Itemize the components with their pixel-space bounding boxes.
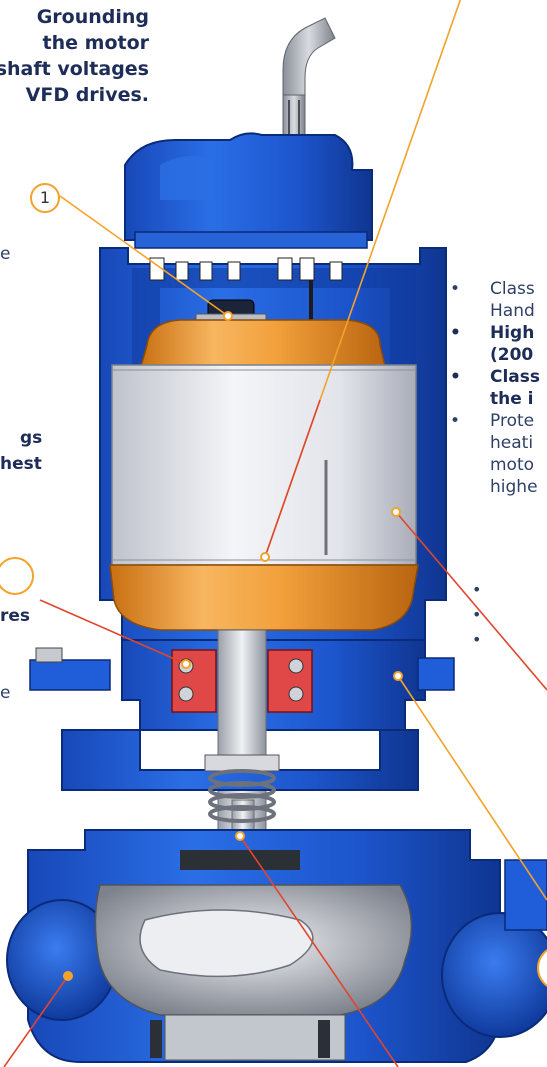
headline-line-4: VFD drives.: [25, 84, 149, 106]
mechanical-seal: [61, 729, 419, 823]
leader-line-housing: [395, 511, 547, 691]
feature-4-line-4: highe: [490, 477, 538, 497]
feature-3-line-1: Class: [490, 367, 541, 387]
headline-callout: Grounding the motor shaft voltages VFD d…: [0, 4, 149, 108]
bullet-2: •: [450, 323, 461, 343]
left-fragment-4: res: [0, 606, 31, 626]
callout-leader-lines: [3, 0, 547, 1067]
feature-item-1: • Class Hand: [442, 278, 540, 322]
sub-bullet-2: •: [472, 605, 482, 624]
callout-badge-1: 1: [30, 183, 60, 213]
feature-item-4: • Prote heati moto highe: [442, 410, 540, 498]
leader-line-volute: [3, 975, 69, 1067]
bullet-4: •: [450, 411, 461, 431]
feature-2-line-1: High: [490, 323, 535, 343]
left-fragment-1: e: [0, 244, 11, 264]
stator-core: [111, 364, 417, 566]
feature-1-line-1: Class: [490, 279, 535, 299]
sub-bullet-1: •: [472, 580, 482, 599]
left-fragment-3: hest: [0, 454, 42, 474]
rotor-winding-top: [139, 319, 387, 371]
feature-item-2: • High (200: [442, 322, 540, 366]
impeller: [94, 884, 413, 1061]
left-fragment-5: e: [0, 683, 11, 703]
leader-line-upper-bearing: [59, 195, 229, 317]
sub-bullet-3: •: [472, 630, 482, 649]
leader-line-seal: [239, 835, 399, 1067]
headline-line-1: Grounding: [36, 6, 149, 28]
bullet-1: •: [450, 279, 461, 299]
leader-line-lower-bearing: [39, 599, 187, 665]
feature-1-line-2: Hand: [490, 301, 535, 321]
rotor-winding-bottom: [109, 564, 419, 631]
callout-ring-lower-left: [0, 557, 34, 595]
feature-2-line-2: (200: [490, 345, 534, 365]
left-fragment-2: gs: [20, 428, 43, 448]
feature-4-line-1: Prote: [490, 411, 535, 431]
motor-housing-top: [124, 132, 373, 249]
leader-line-stator-red: [264, 399, 321, 558]
headline-line-2: the motor: [42, 32, 149, 54]
callout-anchor-dots: [63, 311, 403, 981]
bullet-3: •: [450, 367, 461, 387]
feature-4-line-3: moto: [490, 455, 535, 475]
leader-line-bearing-housing: [397, 675, 547, 901]
feature-4-line-2: heati: [490, 433, 534, 453]
feature-item-3: • Class the i: [442, 366, 540, 410]
feature-3-line-2: the i: [490, 389, 534, 409]
callout-ring-right: [537, 949, 547, 987]
headline-line-3: shaft voltages: [0, 58, 149, 80]
right-feature-list: • Class Hand • High (200 • Class the i •…: [442, 278, 540, 498]
